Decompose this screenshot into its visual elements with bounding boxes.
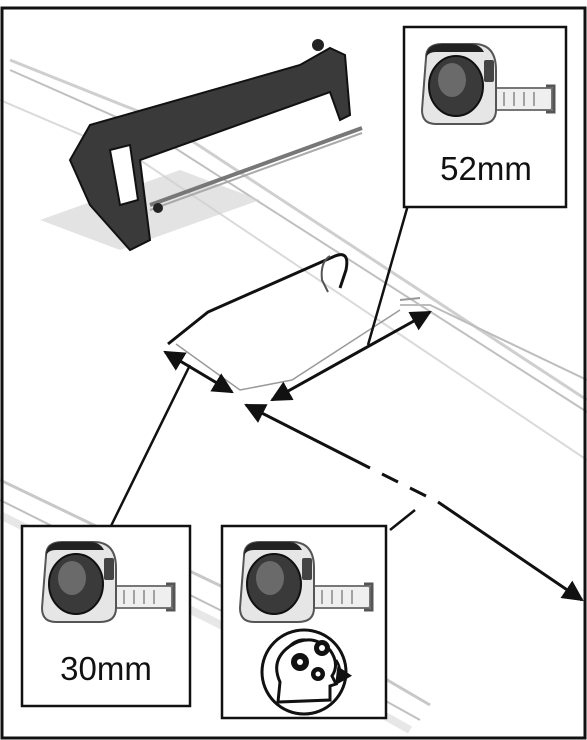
leader-30mm [108,364,192,529]
arrow-short-dimension [163,350,234,394]
callout-52mm: 52mm [402,25,568,209]
callout-52mm-label: 52mm [440,150,532,187]
callout-measure-think [220,524,388,720]
thinking-head-gears-icon [260,628,353,716]
callout-30mm: 30mm [20,524,192,708]
part-outline [167,253,401,391]
arrow-free-length [246,405,582,600]
arrow-long-dimension [270,310,432,402]
callout-30mm-label: 30mm [60,650,152,687]
hacksaw-icon [40,39,363,252]
diagram-frame [0,6,587,740]
leader-52mm [366,204,410,346]
leader-unknown [389,509,416,531]
dimension-arrows [108,204,582,600]
